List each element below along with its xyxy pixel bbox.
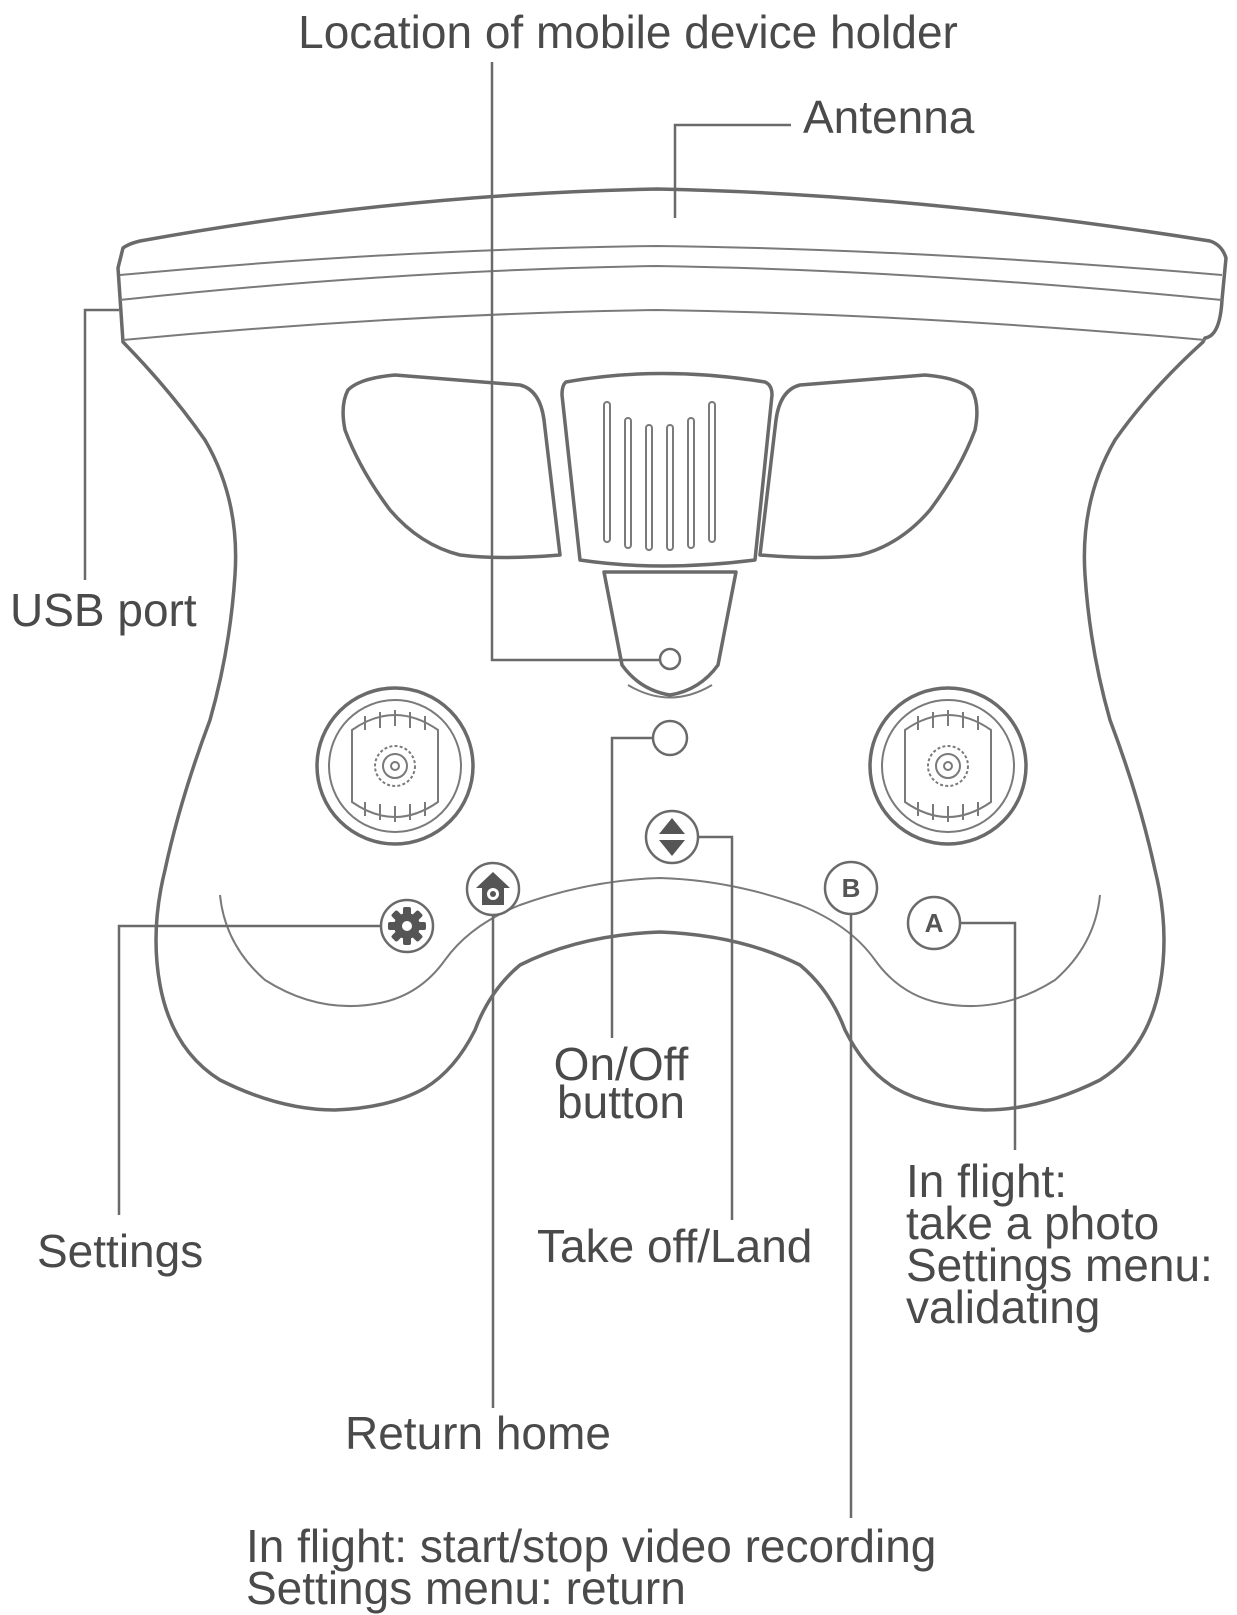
leader-lines [83,62,1017,1518]
label-usb-port: USB port [10,584,197,636]
holder-center-block [560,371,774,568]
on-off-button[interactable] [651,719,689,757]
antenna-stripe-low [122,308,1206,341]
label-a-line4: validating [906,1281,1100,1333]
take-off-land-button[interactable] [644,809,700,865]
label-b-line2: Settings menu: return [246,1562,686,1614]
antenna [116,187,1228,1112]
antenna-stripe-top [119,244,1223,276]
return-home-button[interactable] [465,861,521,917]
label-on-off-line2: button [557,1076,685,1128]
holder-left-wing [341,373,562,560]
holder-clip [602,570,738,697]
a-button-label: A [925,908,944,938]
holder-hole [658,647,682,671]
antenna-stripe-mid [119,264,1223,301]
label-return-home: Return home [345,1407,611,1459]
a-button[interactable]: A [906,895,962,951]
label-antenna: Antenna [803,91,975,143]
right-joystick-knob[interactable] [927,745,969,787]
leader-on-off [610,736,653,1038]
inner-grip-outline [219,876,1101,1008]
label-b-line1: In flight: start/stop video recording [246,1520,936,1572]
label-a-line1: In flight: [906,1155,1067,1207]
b-button[interactable]: B [823,860,879,916]
settings-button[interactable] [379,898,435,954]
leader-usb-port [83,308,119,580]
left-joystick-knob[interactable] [374,745,416,787]
label-a-line3: Settings menu: [906,1239,1213,1291]
up-down-arrows-icon [659,818,685,856]
label-on-off-line1: On/Off [554,1038,689,1090]
leader-antenna [673,123,791,218]
label-take-off-land: Take off/Land [537,1220,812,1272]
left-joystick[interactable] [315,686,475,846]
holder-right-wing [758,373,979,560]
b-button-label: B [842,873,861,903]
leader-settings [117,924,381,1215]
leader-take-off-land [698,835,734,1220]
holder-clip-shadow [627,684,713,699]
label-mobile-holder: Location of mobile device holder [298,6,958,58]
gear-icon [388,907,426,945]
holder-grip-ridges [603,401,716,551]
leader-mobile-holder [490,62,659,662]
controller-body [116,187,1228,1112]
right-joystick[interactable] [868,686,1028,846]
mobile-device-holder [341,371,979,699]
label-settings: Settings [37,1225,203,1277]
leader-a-button [960,921,1017,1150]
home-icon [476,872,510,905]
label-a-line2: take a photo [906,1197,1159,1249]
